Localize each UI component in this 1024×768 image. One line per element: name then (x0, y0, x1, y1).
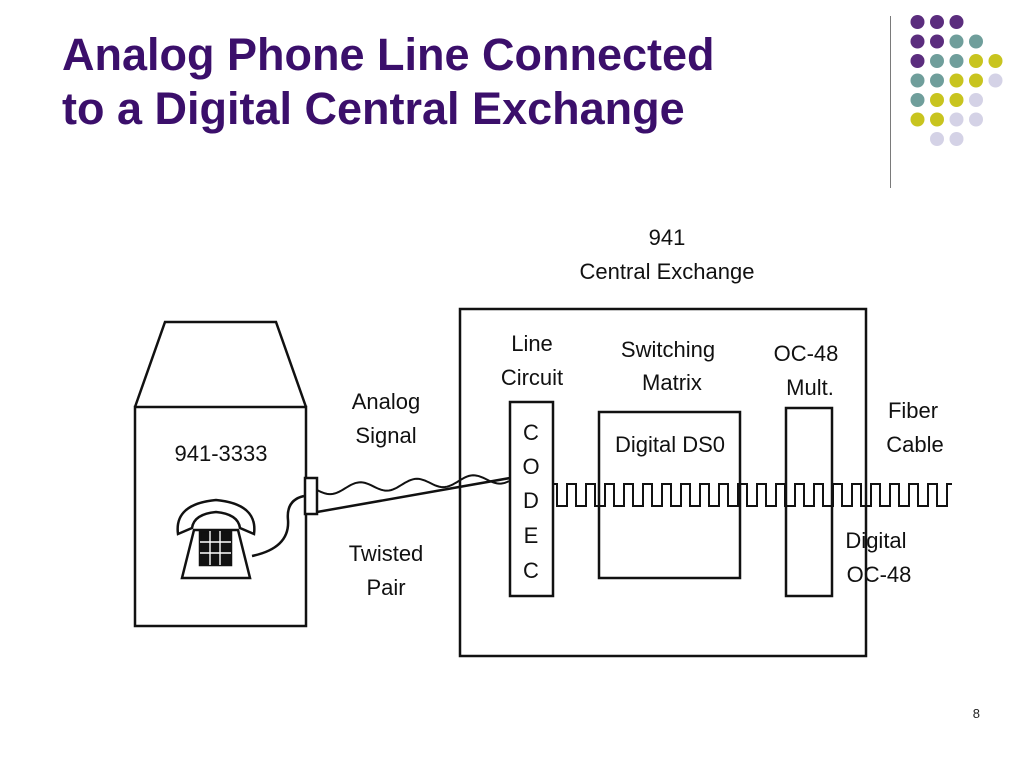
decorative-dot (910, 112, 925, 127)
switching-matrix-label-2: Matrix (642, 370, 702, 395)
house-outline (133, 320, 308, 408)
decorative-dot (949, 15, 964, 29)
analog-signal-label-1: Analog (352, 389, 421, 414)
decorative-dot (969, 34, 983, 49)
codec-letter-c2: C (523, 558, 539, 583)
decorative-dot (949, 73, 964, 88)
decorative-dot (930, 112, 944, 127)
fiber-cable-label-2: Cable (886, 432, 943, 457)
oc48-mult-box (784, 406, 834, 598)
central-exchange-box (458, 307, 868, 658)
decorative-dot (969, 54, 983, 68)
decorative-dot (969, 112, 983, 127)
decorative-dot (910, 93, 925, 107)
wall-jack (303, 476, 319, 516)
telephone-icon (176, 494, 305, 580)
exchange-name-label: Central Exchange (580, 259, 755, 284)
fiber-cable-label-1: Fiber (888, 398, 938, 423)
decorative-dot (910, 73, 925, 88)
switching-box-label: Digital DS0 (615, 432, 725, 457)
slide-number: 8 (972, 706, 980, 721)
decorative-dot (949, 34, 964, 49)
analog-signal-wave (316, 474, 510, 496)
slide-title: Analog Phone Line Connected to a Digital… (62, 28, 882, 136)
decorative-dot (930, 54, 944, 68)
exchange-number-label: 941 (649, 225, 686, 250)
line-circuit-label-1: Line (511, 331, 553, 356)
codec-letter-c: C (523, 420, 539, 445)
digital-oc48-label-1: Digital (845, 528, 906, 553)
decorative-dot (969, 73, 983, 88)
decorative-dot (949, 93, 964, 107)
twisted-pair-line (316, 476, 511, 514)
decorative-dot (910, 54, 925, 68)
decorative-dot (930, 15, 944, 29)
digital-signal-wave (553, 483, 952, 507)
decorative-dot (969, 93, 983, 107)
twisted-pair-label-2: Pair (366, 575, 405, 600)
decorative-dot (930, 93, 944, 107)
oc48-mult-label-1: OC-48 (774, 341, 839, 366)
decorative-dot (910, 15, 925, 29)
slide-title-line-1: Analog Phone Line Connected (62, 29, 715, 80)
decorative-dot (949, 132, 964, 146)
codec-letter-e: E (524, 523, 539, 548)
decorative-dot (930, 73, 944, 88)
decorative-dot-grid (910, 15, 1003, 146)
codec-letter-d: D (523, 488, 539, 513)
decorative-dot (930, 132, 944, 146)
digital-oc48-label-2: OC-48 (847, 562, 912, 587)
codec-letter-o: O (522, 454, 539, 479)
decorative-dot (949, 54, 964, 68)
slide-title-line-2: to a Digital Central Exchange (62, 83, 685, 134)
twisted-pair-label-1: Twisted (349, 541, 424, 566)
decorative-dot (910, 34, 925, 49)
decorative-dot (988, 54, 1003, 68)
decorative-dot (949, 112, 964, 127)
analog-signal-label-2: Signal (355, 423, 416, 448)
switching-matrix-label-1: Switching (621, 337, 715, 362)
decorative-dot (930, 34, 944, 49)
decorative-dot (988, 73, 1003, 88)
codec-box (508, 400, 555, 598)
oc48-mult-label-2: Mult. (786, 375, 834, 400)
phone-number-label: 941-3333 (175, 441, 268, 466)
title-divider (890, 16, 891, 188)
line-circuit-label-2: Circuit (501, 365, 563, 390)
house-body (133, 405, 308, 628)
